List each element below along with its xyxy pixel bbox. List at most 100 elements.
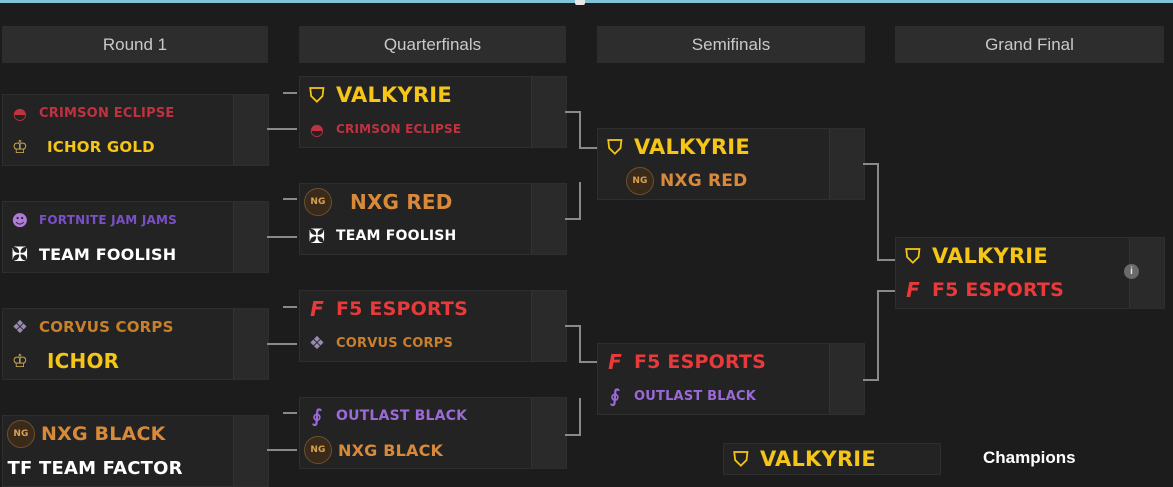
seed-dash xyxy=(283,198,297,200)
team-slot[interactable]: F F5 ESPORTS xyxy=(598,346,766,378)
team-name: NXG RED xyxy=(660,171,748,191)
team-slot[interactable]: ✠ TEAM FOOLISH xyxy=(3,238,177,270)
team-slot[interactable]: NG NXG RED xyxy=(598,165,747,197)
seed-dash xyxy=(283,92,297,94)
team-name: OUTLAST BLACK xyxy=(336,408,468,424)
champion-box: ⛉ VALKYRIE xyxy=(723,443,941,475)
score-cell xyxy=(233,95,268,165)
team-name: VALKYRIE xyxy=(336,83,452,107)
champion-team[interactable]: ⛉ VALKYRIE xyxy=(724,443,876,475)
team-name: F5 ESPORTS xyxy=(932,279,1064,301)
team-name: CRIMSON ECLIPSE xyxy=(336,122,462,136)
f5-icon: F xyxy=(906,278,920,302)
team-slot[interactable]: ⛉ VALKYRIE xyxy=(896,240,1048,272)
match-qf-2[interactable]: NG NXG RED ✠ TEAM FOOLISH xyxy=(299,183,567,255)
team-name: CRIMSON ECLIPSE xyxy=(39,105,175,121)
team-name: NXG BLACK xyxy=(338,440,444,460)
team-name: CORVUS CORPS xyxy=(336,335,454,351)
nxg-icon: NG xyxy=(304,436,332,464)
match-r1-3[interactable]: ❖ CORVUS CORPS ♔ ICHOR xyxy=(2,308,269,380)
match-r1-4[interactable]: NG NXG BLACK TF TEAM FACTOR xyxy=(2,415,269,487)
team-name: OUTLAST BLACK xyxy=(634,388,757,404)
nxg-icon: NG xyxy=(7,420,35,448)
score-cell xyxy=(531,184,566,254)
team-name: VALKYRIE xyxy=(932,244,1048,268)
foolish-icon: ✠ xyxy=(308,224,326,248)
crimson-icon: ◓ xyxy=(12,103,28,123)
connector-line xyxy=(565,182,581,220)
score-cell xyxy=(233,309,268,379)
match-sf-1[interactable]: ⛉ VALKYRIE NG NXG RED xyxy=(597,128,865,200)
nxg-icon: NG xyxy=(626,167,654,195)
connector-line xyxy=(267,343,297,345)
team-name: FORTNITE JAM JAMS xyxy=(39,213,177,227)
team-slot[interactable]: ◓ CRIMSON ECLIPSE xyxy=(300,113,461,145)
score-cell xyxy=(829,129,864,199)
champion-name: VALKYRIE xyxy=(760,447,876,471)
team-name: CORVUS CORPS xyxy=(39,318,174,336)
ichor-icon: ♔ xyxy=(11,136,29,158)
ichor-icon: ♔ xyxy=(11,350,29,372)
team-slot[interactable]: ♔ ICHOR xyxy=(3,345,119,377)
nxg-icon: NG xyxy=(304,188,332,216)
team-slot[interactable]: ✠ TEAM FOOLISH xyxy=(300,220,457,252)
foolish-icon: ✠ xyxy=(11,242,29,266)
team-slot[interactable]: ◓ CRIMSON ECLIPSE xyxy=(3,97,174,129)
connector-line xyxy=(877,259,895,261)
team-slot[interactable]: ♔ ICHOR GOLD xyxy=(3,131,155,163)
team-name: F5 ESPORTS xyxy=(634,351,766,373)
score-cell xyxy=(531,291,566,361)
team-name: TEAM FOOLISH xyxy=(336,228,457,244)
connector-line xyxy=(863,163,879,261)
team-slot[interactable]: TF TEAM FACTOR xyxy=(3,452,183,484)
match-r1-1[interactable]: ◓ CRIMSON ECLIPSE ♔ ICHOR GOLD xyxy=(2,94,269,166)
match-r1-2[interactable]: ☻ FORTNITE JAM JAMS ✠ TEAM FOOLISH xyxy=(2,201,269,273)
team-slot[interactable]: NG NXG BLACK xyxy=(3,418,166,450)
connector-line xyxy=(565,111,581,149)
header-round-1: Round 1 xyxy=(2,26,268,63)
score-cell xyxy=(531,398,566,468)
match-grand-final[interactable]: ⛉ VALKYRIE F F5 ESPORTS xyxy=(895,237,1165,309)
match-qf-4[interactable]: ∮ OUTLAST BLACK NG NXG BLACK xyxy=(299,397,567,469)
connector-line xyxy=(267,236,297,238)
team-slot[interactable]: F F5 ESPORTS xyxy=(896,274,1064,306)
connector-line xyxy=(565,398,581,436)
crimson-icon: ◓ xyxy=(309,119,325,139)
valkyrie-icon: ⛉ xyxy=(607,135,623,159)
score-cell xyxy=(233,416,268,486)
team-slot[interactable]: ☻ FORTNITE JAM JAMS xyxy=(3,204,177,236)
team-slot[interactable]: ∮ OUTLAST BLACK xyxy=(598,380,756,412)
match-qf-1[interactable]: ⛉ VALKYRIE ◓ CRIMSON ECLIPSE xyxy=(299,76,567,148)
team-slot[interactable]: ⛉ VALKYRIE xyxy=(300,79,452,111)
connector-line xyxy=(579,361,597,363)
header-semifinals: Semifinals xyxy=(597,26,865,63)
team-name: ICHOR xyxy=(47,349,120,373)
jam-icon: ☻ xyxy=(11,210,29,230)
team-slot[interactable]: NG NXG BLACK xyxy=(300,434,443,466)
seed-dash xyxy=(283,412,297,414)
info-icon[interactable]: i xyxy=(1124,264,1139,279)
score-cell xyxy=(531,77,566,147)
team-slot[interactable]: ❖ CORVUS CORPS xyxy=(300,327,453,359)
valkyrie-icon: ⛉ xyxy=(905,244,921,268)
team-slot[interactable]: ❖ CORVUS CORPS xyxy=(3,311,174,343)
team-slot[interactable]: NG NXG RED xyxy=(300,186,453,218)
connector-line xyxy=(283,128,297,130)
resize-handle[interactable] xyxy=(575,0,585,5)
team-name: NXG RED xyxy=(350,190,453,214)
team-name: NXG BLACK xyxy=(41,423,166,445)
score-cell xyxy=(829,344,864,414)
team-slot[interactable]: ⛉ VALKYRIE xyxy=(598,131,750,163)
team-name: TEAM FOOLISH xyxy=(39,244,177,264)
seed-dash xyxy=(283,306,297,308)
connector-line xyxy=(579,147,597,149)
outlast-icon: ∮ xyxy=(311,405,323,427)
team-slot[interactable]: ∮ OUTLAST BLACK xyxy=(300,400,467,432)
score-cell xyxy=(233,202,268,272)
f5-icon: F xyxy=(608,350,622,374)
match-qf-3[interactable]: F F5 ESPORTS ❖ CORVUS CORPS xyxy=(299,290,567,362)
outlast-icon: ∮ xyxy=(609,385,621,407)
team-slot[interactable]: F F5 ESPORTS xyxy=(300,293,468,325)
match-sf-2[interactable]: F F5 ESPORTS ∮ OUTLAST BLACK xyxy=(597,343,865,415)
factor-icon: TF xyxy=(7,457,33,479)
